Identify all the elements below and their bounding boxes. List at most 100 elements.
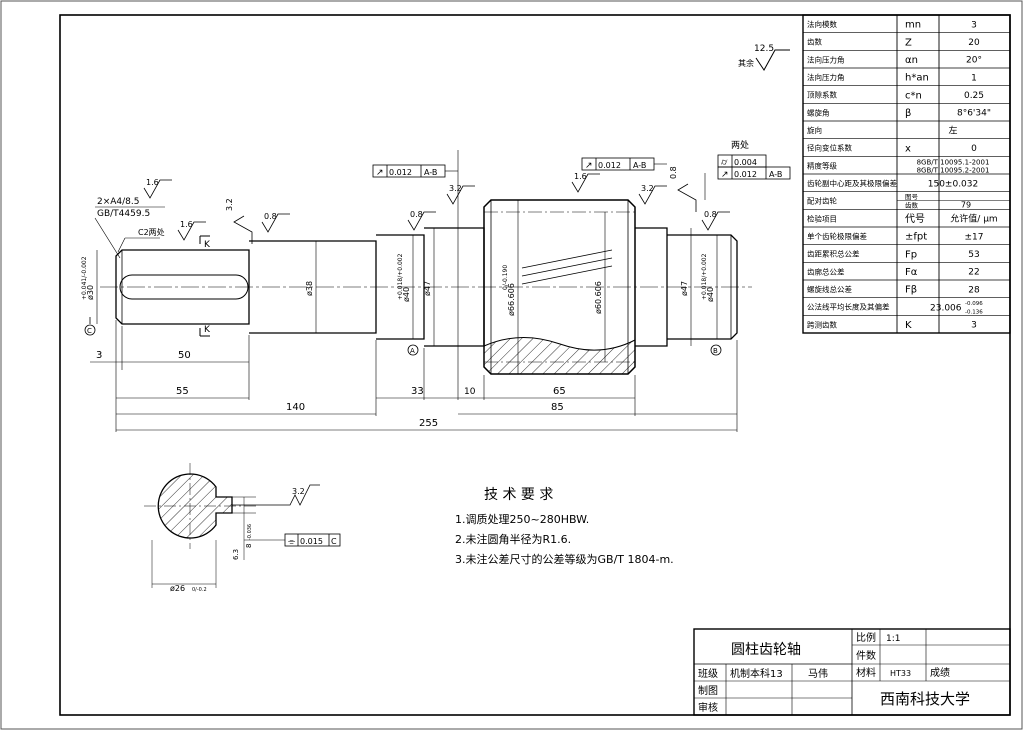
dia-bearing-left: ø40 [402, 287, 411, 302]
param-value-8: 8GB/T 10095.1-2001 [917, 158, 990, 166]
dia-left-end: ø30 [86, 285, 95, 300]
svg-text:⌯: ⌯ [288, 537, 296, 547]
dimension-lines [90, 150, 738, 432]
dia-gear-tip: ø66.606 [507, 283, 516, 316]
param-name-4: 顶隙系数 [807, 90, 837, 100]
default-roughness-note: 其余 [738, 58, 754, 68]
roughness-mark-2 [261, 213, 290, 233]
param-value-15: 28 [968, 285, 980, 295]
tech-req-title: 技 术 要 求 [484, 487, 553, 503]
datum-markers: A B C [84, 317, 722, 356]
param-symbol-5: β [905, 108, 911, 119]
roughness-mark-4 [407, 211, 436, 231]
roughness-mark-5 [446, 185, 475, 205]
datum-b: B [713, 347, 718, 355]
param-value-17: 3 [971, 321, 977, 331]
dia-bearing-right-tol: +0.018/+0.002 [701, 253, 708, 300]
dia-mid: ø38 [305, 281, 314, 296]
param-symbol-13: Fp [905, 249, 917, 260]
param-name-14: 齿廓总公差 [807, 266, 845, 276]
section-k-top: K [204, 240, 211, 250]
dia-bearing-right: ø40 [706, 287, 715, 302]
roughness-mark-0 [143, 179, 172, 199]
param-value-0: 3 [971, 20, 977, 30]
dim-85: 85 [551, 402, 564, 413]
param-name-6: 旋向 [807, 125, 822, 135]
section-view: ø26 0/-0.2 8 -0.036 6.3 3.2 ⌯ 0.015 C [144, 463, 341, 593]
param-value-5: 8°6'34" [957, 109, 991, 119]
param-symbol-3: h*an [905, 73, 929, 84]
default-roughness-value: 12.5 [754, 44, 774, 54]
runout-datum-0: A-B [424, 168, 437, 177]
param-symbol-17: K [905, 320, 912, 331]
roughness-mark-3 [177, 221, 206, 241]
tech-requirements: 技 术 要 求 1.调质处理250~280HBW. 2.未注圆角半径为R1.6.… [455, 487, 674, 566]
section-depth: 6.3 [232, 549, 240, 560]
roughness-mark-text-2: 0.8 [264, 212, 277, 221]
dim-33: 33 [411, 386, 424, 397]
param-name-5: 螺旋角 [807, 107, 830, 117]
param-value-sup-16: -0.096 [965, 301, 983, 307]
param-symbol2-10: 齿数 [905, 201, 919, 210]
param-name-13: 齿距累积总公差 [807, 249, 860, 259]
roughness-mark-text-8: 0.8 [669, 166, 678, 179]
section-key-width: 8 [245, 544, 253, 548]
dim-3: 3 [96, 350, 102, 361]
runout-tol-2: 0.004 [734, 158, 757, 167]
param-symbol-4: c*n [905, 90, 922, 101]
dia-shoulder-right: ø47 [680, 281, 689, 296]
school-name: 西南科技大学 [880, 690, 970, 708]
param-value-sub-16: -0.136 [965, 310, 983, 316]
dim-50: 50 [178, 350, 191, 361]
runout-tol-1: 0.012 [598, 161, 621, 170]
runout-tol-3: 0.012 [734, 170, 757, 179]
param-value-14: 22 [968, 268, 979, 278]
runout-tol-0: 0.012 [389, 168, 412, 177]
roughness-mark-8 [677, 183, 697, 212]
param-value2-10: 79 [961, 201, 971, 210]
shaft-main-view [100, 199, 752, 375]
roughness-mark-text-5: 3.2 [449, 184, 462, 193]
material-value: HT33 [890, 669, 911, 678]
runout-frame-2: ⌭0.004 [717, 154, 767, 168]
class-label: 班级 [698, 668, 718, 680]
roughness-mark-texts: 1.63.20.81.60.83.21.63.20.80.8 [146, 166, 717, 229]
param-symbol-7: x [905, 143, 911, 154]
param-name-15: 螺旋线总公差 [807, 284, 852, 294]
student-name: 马伟 [808, 667, 828, 680]
runout-frame-0: ↗ 0.012 A-B [372, 164, 446, 178]
drawn-label: 制图 [698, 684, 718, 697]
section-k-markers: K K [199, 235, 211, 337]
part-name: 圆柱齿轮轴 [731, 642, 801, 658]
center-hole-label: 2×A4/8.5 [97, 197, 140, 207]
param-name-7: 径向变位系数 [807, 143, 852, 153]
class-value: 机制本科13 [730, 667, 783, 680]
param-value-4: 0.25 [964, 91, 984, 101]
sheet-frame [59, 14, 1011, 716]
dia-gear-pitch: ø60.606 [594, 281, 603, 314]
roughness-mark-text-7: 3.2 [641, 184, 654, 193]
ratio-label: 比例 [856, 631, 876, 644]
datum-a: A [410, 347, 415, 355]
roughness-mark-text-6: 1.6 [574, 172, 587, 181]
param-symbol-12: ±fpt [905, 232, 927, 243]
param-symbol-0: mn [905, 20, 921, 31]
param-name-3: 法向压力角 [807, 72, 845, 82]
param-value-6: 左 [948, 124, 957, 136]
runout-symbol-0: ↗ [376, 168, 384, 178]
section-roughness: 3.2 [292, 487, 305, 496]
param-symbol-14: Fα [905, 267, 918, 278]
roughness-mark-6 [571, 173, 600, 193]
tech-req-item-1: 1.调质处理250~280HBW. [455, 513, 589, 526]
param-symbol-15: Fβ [905, 285, 917, 296]
section-symmetry-datum: C [331, 537, 337, 546]
roughness-mark-text-4: 0.8 [410, 210, 423, 219]
roughness-mark-text-9: 0.8 [704, 210, 717, 219]
param-value-9: 150±0.032 [928, 179, 978, 189]
param-value-1: 20 [968, 38, 980, 48]
param-name-16: 公法线平均长度及其偏差 [807, 302, 890, 312]
